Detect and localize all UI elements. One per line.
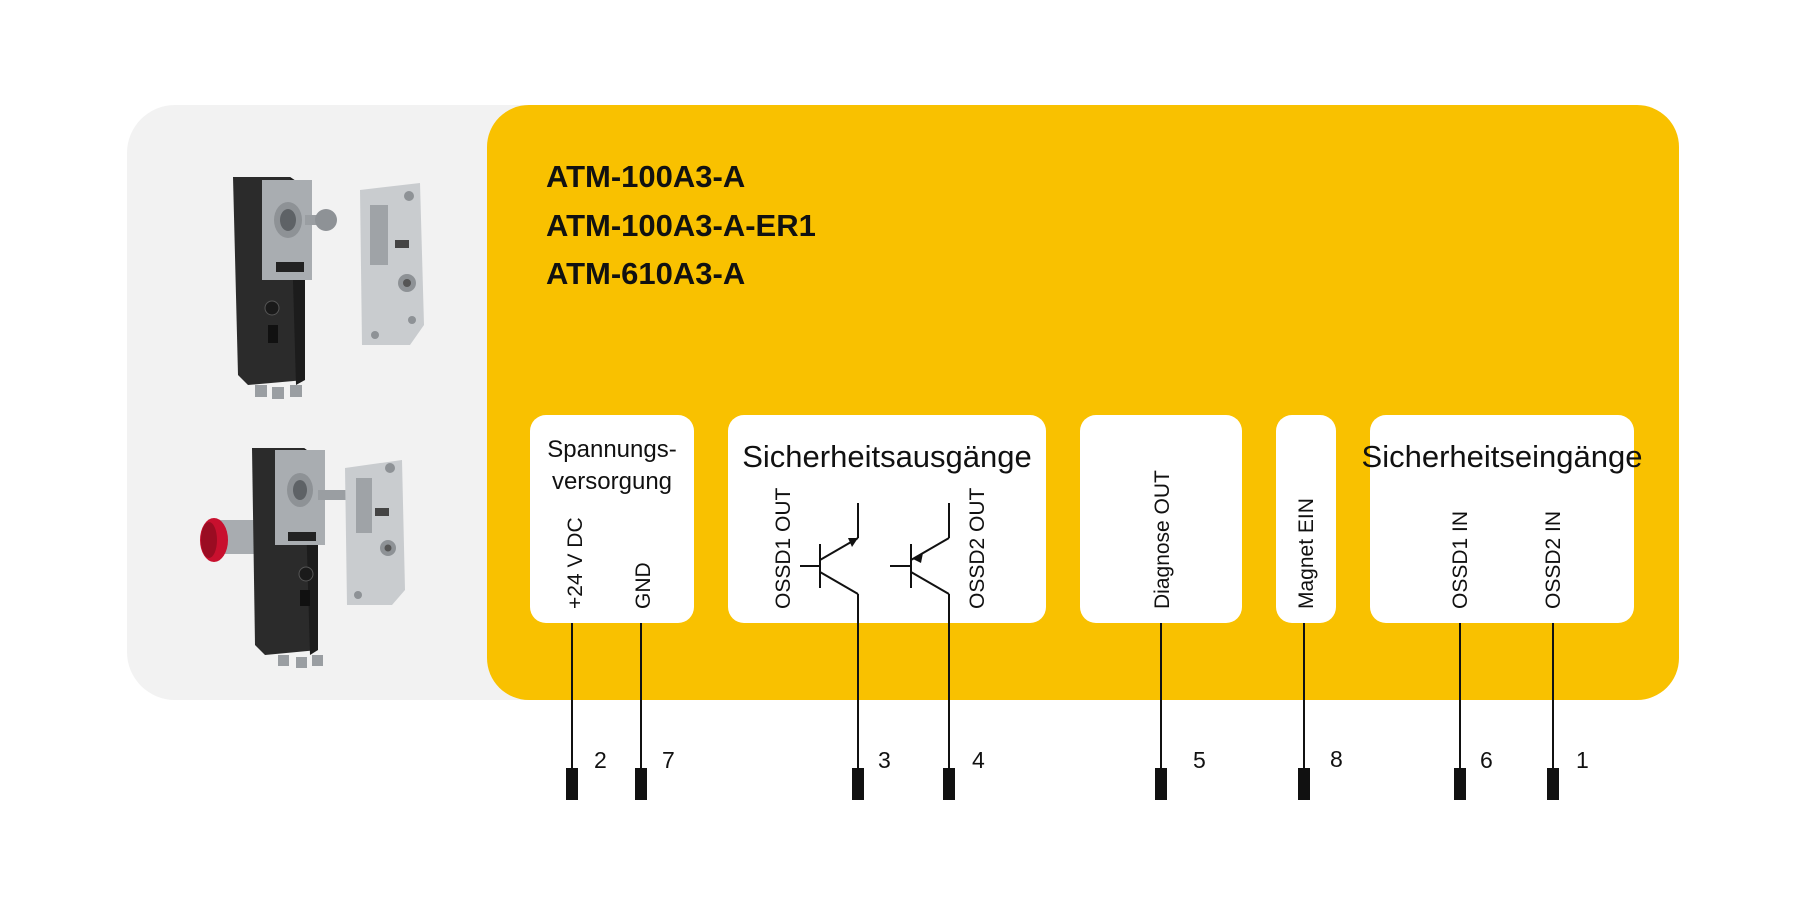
pin-number-7: 7 bbox=[662, 747, 675, 773]
terminal-pin-7 bbox=[635, 768, 647, 800]
terminal-pin-1 bbox=[1547, 768, 1559, 800]
power-header-line2: versorgung bbox=[552, 468, 672, 495]
product-image-bottom bbox=[200, 448, 405, 668]
diagnosis-box bbox=[1080, 415, 1242, 623]
power-header-line1: Spannungs- bbox=[547, 436, 676, 463]
product-image-top bbox=[233, 177, 424, 399]
signal-ossd2-in: OSSD2 IN bbox=[1542, 511, 1565, 609]
pin-number-8: 8 bbox=[1330, 746, 1343, 772]
signal-ossd2-out: OSSD2 OUT bbox=[966, 487, 989, 609]
product-title-2: ATM-100A3-A-ER1 bbox=[546, 208, 816, 243]
safety-inputs-header: Sicherheitseingänge bbox=[1362, 439, 1643, 474]
terminal-pin-5 bbox=[1155, 768, 1167, 800]
signal-ossd1-out: OSSD1 OUT bbox=[772, 487, 795, 609]
safety-inputs-box bbox=[1370, 415, 1634, 623]
safety-outputs-box bbox=[728, 415, 1046, 623]
pin-number-2: 2 bbox=[594, 747, 607, 773]
terminal-pin-3 bbox=[852, 768, 864, 800]
terminal-pin-4 bbox=[943, 768, 955, 800]
signal-magnet-ein: Magnet EIN bbox=[1295, 498, 1318, 609]
transistor-ossd1-symbol bbox=[800, 503, 859, 631]
pin-number-6: 6 bbox=[1480, 747, 1493, 773]
product-title-3: ATM-610A3-A bbox=[546, 256, 745, 291]
pin-number-1: 1 bbox=[1576, 747, 1589, 773]
signal-ossd1-in: OSSD1 IN bbox=[1449, 511, 1472, 609]
safety-outputs-header: Sicherheitsausgänge bbox=[742, 439, 1032, 474]
power-supply-box bbox=[530, 415, 694, 623]
terminal-pin-6 bbox=[1454, 768, 1466, 800]
terminal-pin-8 bbox=[1298, 768, 1310, 800]
pin-number-5: 5 bbox=[1193, 747, 1206, 773]
signal-diagnose-out: Diagnose OUT bbox=[1151, 470, 1174, 609]
magnet-box bbox=[1276, 415, 1336, 623]
terminal-pin-2 bbox=[566, 768, 578, 800]
product-title-1: ATM-100A3-A bbox=[546, 159, 745, 194]
signal-gnd: GND bbox=[632, 562, 655, 609]
transistor-ossd2-symbol bbox=[890, 503, 950, 631]
pin-number-4: 4 bbox=[972, 747, 985, 773]
signal-24v-dc: +24 V DC bbox=[564, 517, 587, 609]
pin-number-3: 3 bbox=[878, 747, 891, 773]
